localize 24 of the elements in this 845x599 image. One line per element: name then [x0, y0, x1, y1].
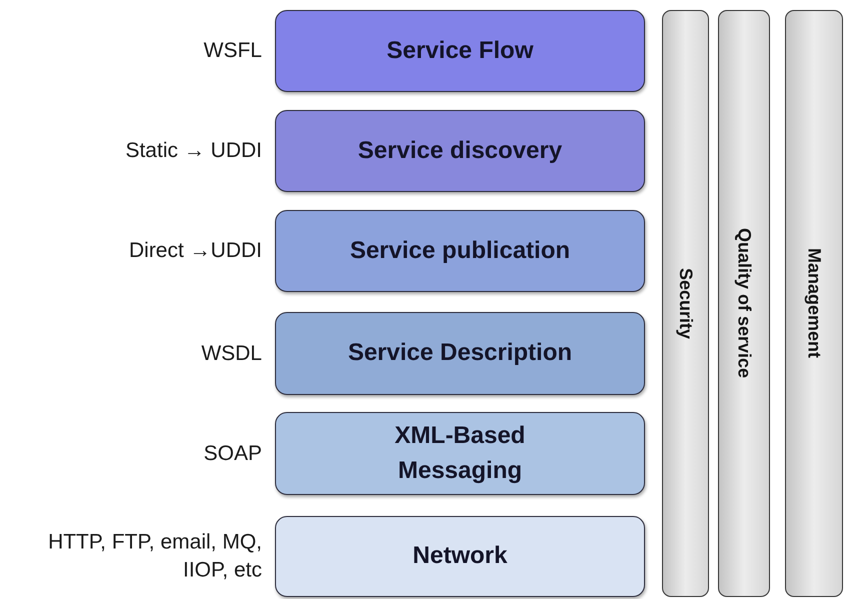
protocol-label: WSDL [200, 340, 262, 366]
layer-label: Service Flow [386, 36, 534, 66]
layer-label: Service Description [348, 338, 572, 368]
layer-box [275, 210, 645, 292]
protocol-label: SOAP [202, 440, 262, 466]
vertical-bar [785, 10, 843, 597]
layer-label: XML-Based Messaging [394, 420, 526, 486]
bar-label: Security [675, 268, 696, 340]
layer-label: Network [412, 541, 508, 572]
layer-box [275, 110, 645, 192]
layer-box [275, 10, 645, 92]
bar-label: Management [804, 248, 824, 359]
protocol-label: HTTP, FTP, email, MQ, IIOP, etc [47, 529, 262, 584]
bar-label: Quality of service [734, 228, 754, 379]
layer-label: Service discovery [358, 136, 562, 166]
layer-label: Service publication [350, 236, 570, 266]
layer-box [275, 412, 645, 495]
protocol-label: Direct →UDDI [128, 238, 262, 264]
vertical-bar [718, 10, 770, 597]
protocol-label: Static → UDDI [124, 138, 262, 164]
layer-box [275, 312, 645, 395]
vertical-bar [662, 10, 709, 597]
protocol-label: WSFL [202, 38, 262, 64]
layer-box [275, 516, 645, 597]
